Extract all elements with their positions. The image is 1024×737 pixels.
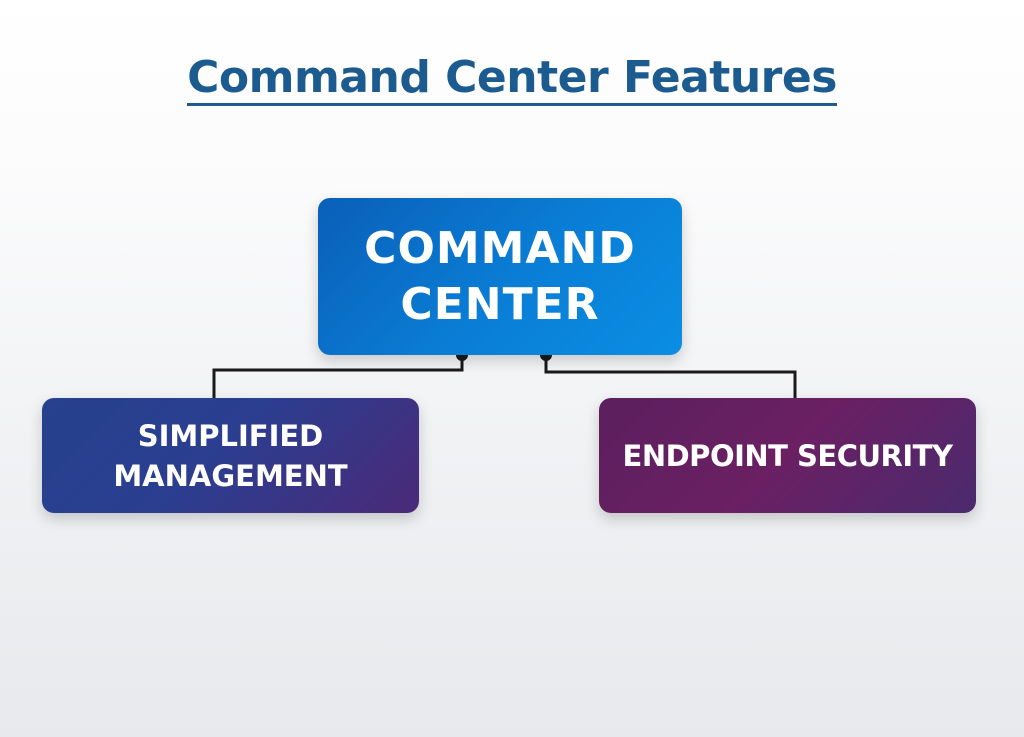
- node-command-center: COMMAND CENTER: [318, 198, 682, 355]
- page-title: Command Center Features: [0, 48, 1024, 108]
- node-simplified-management-label: SIMPLIFIED MANAGEMENT: [113, 418, 348, 493]
- connector-right: [544, 355, 797, 398]
- page-title-text: Command Center Features: [187, 52, 837, 106]
- node-command-center-label: COMMAND CENTER: [364, 222, 636, 330]
- node-endpoint-security: ENDPOINT SECURITY: [599, 398, 976, 513]
- node-simplified-management: SIMPLIFIED MANAGEMENT: [42, 398, 419, 513]
- node-endpoint-security-label: ENDPOINT SECURITY: [622, 438, 953, 473]
- connector-left: [212, 355, 464, 398]
